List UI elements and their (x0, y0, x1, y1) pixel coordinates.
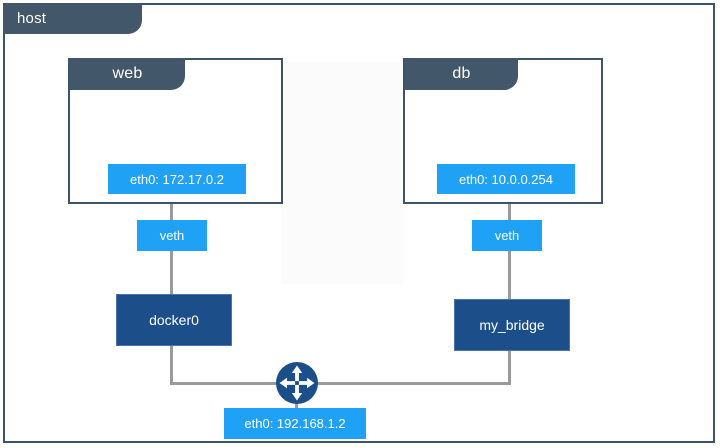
connector-veth-to-docker0 (170, 250, 173, 296)
web-eth0-text: eth0: 172.17.0.2 (130, 171, 224, 187)
connector-web-to-veth (170, 196, 173, 222)
veth-right-label: veth (494, 228, 520, 243)
host-eth0-label: eth0: 192.168.1.2 (224, 408, 366, 439)
bridge-docker0-box: docker0 (116, 294, 232, 346)
connector-bus-left (170, 382, 280, 385)
container-web-tab: web (70, 58, 185, 90)
host-label-tab: host (3, 3, 142, 34)
router-icon (274, 360, 320, 406)
web-eth0-label: eth0: 172.17.0.2 (108, 164, 246, 194)
bridge-mybridge-box: my_bridge (454, 299, 570, 351)
veth-right-box: veth (472, 220, 542, 251)
connector-mybridge-to-bus (508, 350, 511, 384)
connector-veth-to-mybridge (508, 250, 511, 300)
connector-docker0-to-bus (170, 345, 173, 384)
container-db-label: db (452, 65, 471, 82)
host-eth0-text: eth0: 192.168.1.2 (244, 416, 346, 431)
connector-router-to-eth0 (295, 400, 298, 410)
container-web-label: web (112, 65, 143, 82)
db-eth0-label: eth0: 10.0.0.254 (437, 164, 575, 194)
bridge-docker0-label: docker0 (149, 312, 199, 328)
connector-bus-right (314, 382, 511, 385)
veth-left-label: veth (159, 228, 185, 243)
db-eth0-text: eth0: 10.0.0.254 (459, 171, 553, 187)
veth-left-box: veth (137, 220, 207, 251)
connector-db-to-veth (508, 196, 511, 222)
bridge-mybridge-label: my_bridge (479, 317, 545, 333)
background-wash (281, 62, 403, 284)
container-db-tab: db (405, 58, 518, 90)
